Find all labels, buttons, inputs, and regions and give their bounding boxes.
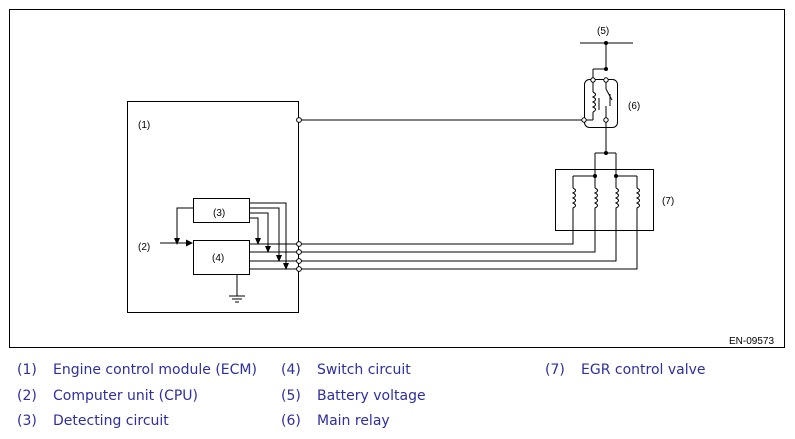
- coil-wire-3: [301, 212, 617, 262]
- monitor-wire-1: [249, 202, 287, 265]
- ecm-terminal-3: [296, 258, 302, 264]
- coil-wire-1: [301, 212, 574, 245]
- legend-item-switch: (4)Switch circuit: [281, 362, 411, 378]
- main-relay-box: [584, 79, 618, 128]
- ecm-terminal-2: [296, 249, 302, 255]
- egr-valve-box: [555, 169, 654, 231]
- ecm-callout: (1): [138, 120, 150, 131]
- cpu-arrow-head: [186, 239, 193, 247]
- wiring-diagram: (1) (3) (4) (2) (5) (6): [9, 9, 785, 348]
- legend: (1)Engine control module (ECM) (2)Comput…: [0, 358, 795, 438]
- egr-coil-1-icon: [571, 187, 576, 212]
- ecm-terminal-relay: [296, 117, 302, 123]
- switch-circuit-callout: (4): [212, 253, 224, 264]
- ecm-terminal-1: [296, 241, 302, 247]
- feedback-arrow-head: [174, 238, 180, 245]
- egr-coil-2-icon: [593, 187, 598, 212]
- legend-item-battery: (5)Battery voltage: [281, 388, 426, 404]
- legend-item-relay: (6)Main relay: [281, 413, 390, 429]
- feedback-wire: [176, 207, 193, 240]
- egr-valve-callout: (7): [662, 196, 674, 207]
- diagram-frame: [9, 9, 785, 348]
- legend-item-ecm: (1)Engine control module (ECM): [17, 362, 257, 378]
- main-relay-callout: (6): [628, 101, 640, 112]
- detecting-circuit-box: [193, 198, 250, 223]
- egr-coil-3-icon: [614, 187, 619, 212]
- coil-wire-2: [301, 212, 596, 253]
- legend-item-egr: (7)EGR control valve: [545, 362, 706, 378]
- coil-wire-4: [301, 212, 638, 270]
- legend-item-cpu: (2)Computer unit (CPU): [17, 388, 199, 404]
- figure-code: EN-09573: [729, 336, 774, 347]
- ecm-box: [127, 101, 299, 313]
- relay-coil-icon: [591, 91, 596, 113]
- monitor-wire-4: [249, 217, 259, 240]
- detecting-circuit-callout: (3): [213, 208, 225, 219]
- cpu-callout: (2): [138, 242, 150, 253]
- egr-coil-4-icon: [635, 187, 640, 212]
- battery-callout: (5): [597, 26, 609, 37]
- monitor-wire-2: [249, 207, 280, 257]
- monitor-wire-3: [249, 212, 269, 248]
- switch-circuit-box: [193, 240, 250, 275]
- relay-contact-icon: [605, 88, 613, 101]
- ecm-terminal-4: [296, 266, 302, 272]
- legend-item-detecting: (3)Detecting circuit: [17, 413, 169, 429]
